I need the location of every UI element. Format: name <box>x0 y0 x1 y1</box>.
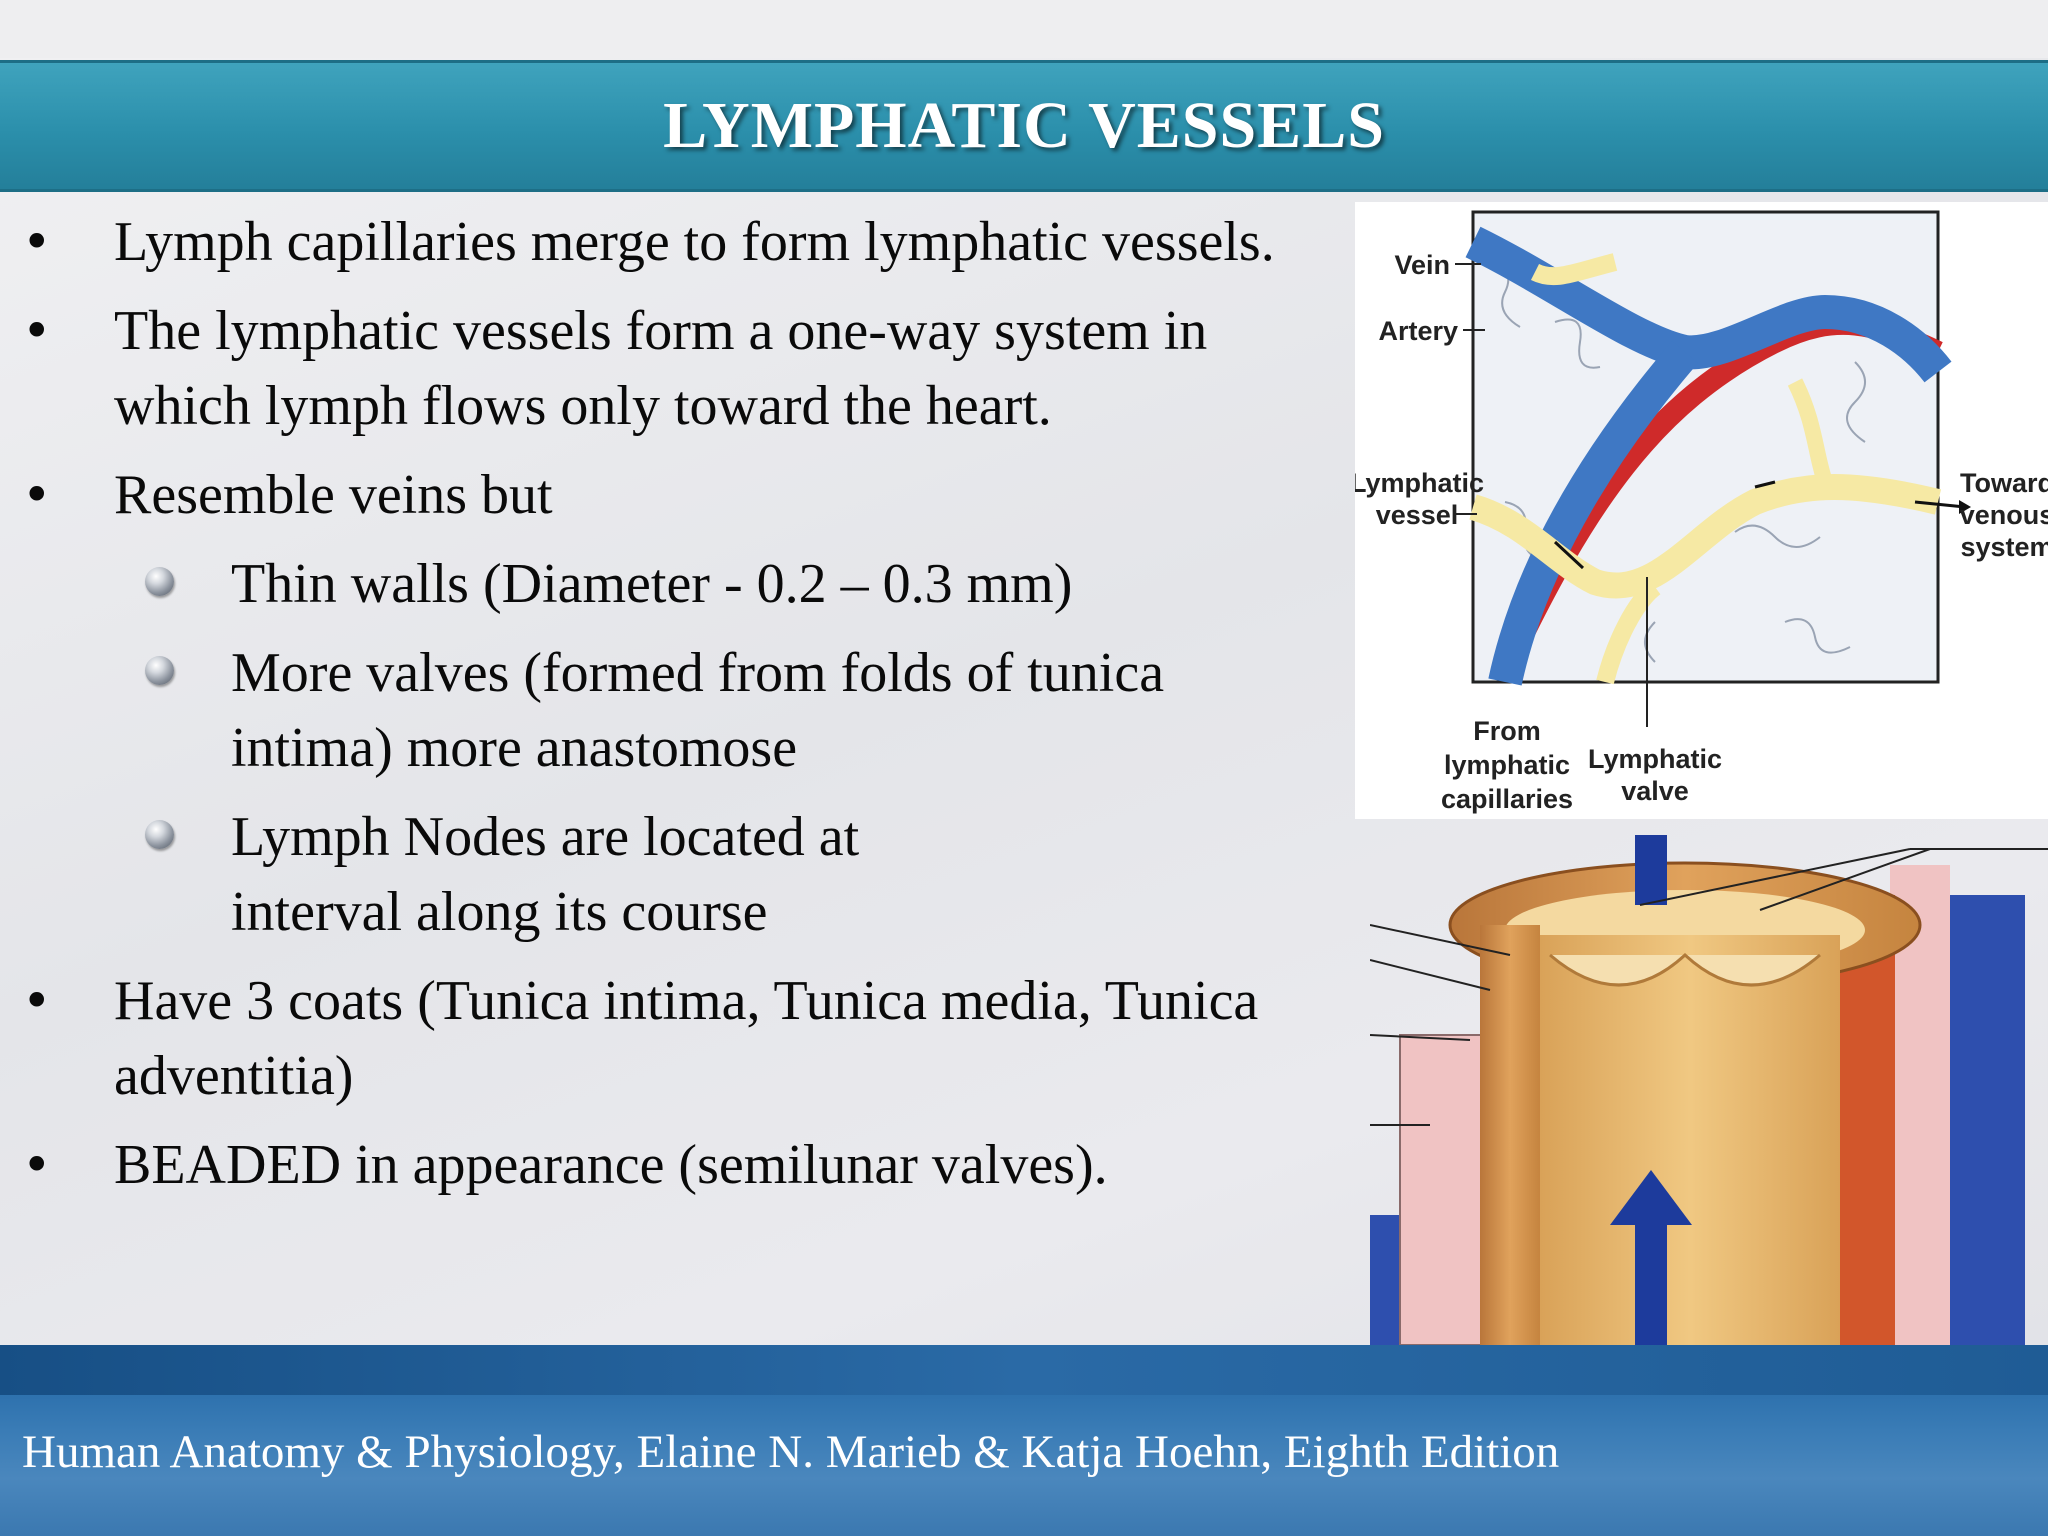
lymph-capillary-shape <box>1596 579 1661 685</box>
bullet-dot: • <box>22 1136 52 1194</box>
slide-title: LYMPHATIC VESSELS <box>663 89 1385 162</box>
vein-shape <box>1465 226 1952 383</box>
sub-bullet-item: Lymph Nodes are located at interval alon… <box>0 800 1320 950</box>
sphere-bullet-icon <box>145 656 174 685</box>
leader-line <box>1639 848 1911 906</box>
vessel-wall-illustration-svg <box>1370 835 2048 1345</box>
label-lymphatic-valve: Lymphatic <box>1588 744 1722 774</box>
bullet-item: • The lymphatic vessels form a one-way s… <box>0 294 1320 444</box>
sphere-bullet-icon <box>145 820 174 849</box>
flow-arrow-up-icon <box>1635 835 1667 905</box>
sub-bullet-item: Thin walls (Diameter - 0.2 – 0.3 mm) <box>0 547 1320 622</box>
top-strip <box>0 0 2048 58</box>
sub-bullet-text: Lymph Nodes are located at interval alon… <box>231 806 860 943</box>
lymphatic-vessel-diagram: Vein Artery Lymphatic vessel Toward veno… <box>1350 202 2048 819</box>
leader-line <box>1370 959 1491 991</box>
label-lymphatic-vessel: Lymphatic <box>1355 468 1484 498</box>
vein-branch-shape <box>1488 340 1698 686</box>
bullet-item: • Lymph capillaries merge to form lympha… <box>0 205 1320 280</box>
arrowhead-icon <box>1610 1170 1692 1225</box>
label-from-capillaries: From <box>1473 716 1541 746</box>
flow-arrow-icon <box>1914 500 1966 509</box>
bullet-text: BEADED in appearance (semilunar valves). <box>114 1134 1108 1196</box>
label-toward-venous: Toward <box>1960 468 2048 498</box>
vessel-interior <box>1540 935 1840 1345</box>
leader-line <box>1370 924 1511 956</box>
label-lymphatic-vessel: vessel <box>1376 500 1459 530</box>
bullet-dot: • <box>22 213 52 271</box>
label-artery: Artery <box>1378 316 1458 346</box>
leader-line <box>1759 848 1931 911</box>
label-lymphatic-valve: valve <box>1621 776 1689 806</box>
bullet-text: The lymphatic vessels form a one-way sys… <box>114 300 1208 437</box>
bullet-text: Resemble veins but <box>114 464 553 526</box>
label-from-capillaries: lymphatic <box>1444 750 1570 780</box>
bullet-item: • Resemble veins but <box>0 458 1320 533</box>
bullet-list: • Lymph capillaries merge to form lympha… <box>0 205 1320 1217</box>
label-vein: Vein <box>1394 250 1450 280</box>
footer-band <box>0 1345 2048 1395</box>
leader-line <box>1370 1034 1471 1041</box>
bullet-item: • Have 3 coats (Tunica intima, Tunica me… <box>0 964 1320 1114</box>
flow-arrow-icon <box>1553 540 1585 570</box>
label-toward-venous: system <box>1960 532 2048 562</box>
lymph-capillary-shape <box>1530 253 1618 286</box>
semilunar-valve-shape <box>1549 952 1821 987</box>
label-toward-venous: venous <box>1960 500 2048 530</box>
intima-wall <box>1480 925 1540 1345</box>
label-from-capillaries: capillaries <box>1441 784 1573 814</box>
footer-bar: Human Anatomy & Physiology, Elaine N. Ma… <box>0 1345 2048 1536</box>
flow-arrow-icon <box>1754 480 1776 489</box>
arrowhead-icon <box>1959 500 1971 514</box>
bullet-text: Lymph capillaries merge to form lymphati… <box>114 211 1275 273</box>
lymph-capillary-shape <box>1787 378 1833 485</box>
footer-citation: Human Anatomy & Physiology, Elaine N. Ma… <box>22 1426 1560 1478</box>
lymphatic-vessel-shape <box>1469 474 1942 599</box>
bullet-dot: • <box>22 972 52 1030</box>
flow-arrow-up-icon <box>1635 1215 1667 1345</box>
bullet-item: • BEADED in appearance (semilunar valves… <box>0 1128 1320 1203</box>
sphere-bullet-icon <box>145 567 174 596</box>
bullet-dot: • <box>22 466 52 524</box>
lymphatic-vessel-diagram-svg: Vein Artery Lymphatic vessel Toward veno… <box>1350 210 2048 814</box>
vessel-wall-illustration <box>1370 835 2048 1345</box>
sub-bullet-text: More valves (formed from folds of tunica… <box>231 642 1165 779</box>
bullet-dot: • <box>22 302 52 360</box>
sub-bullet-text: Thin walls (Diameter - 0.2 – 0.3 mm) <box>231 553 1073 615</box>
title-bar: LYMPHATIC VESSELS <box>0 60 2048 192</box>
bullet-text: Have 3 coats (Tunica intima, Tunica medi… <box>114 970 1259 1107</box>
sub-bullet-item: More valves (formed from folds of tunica… <box>0 636 1320 786</box>
